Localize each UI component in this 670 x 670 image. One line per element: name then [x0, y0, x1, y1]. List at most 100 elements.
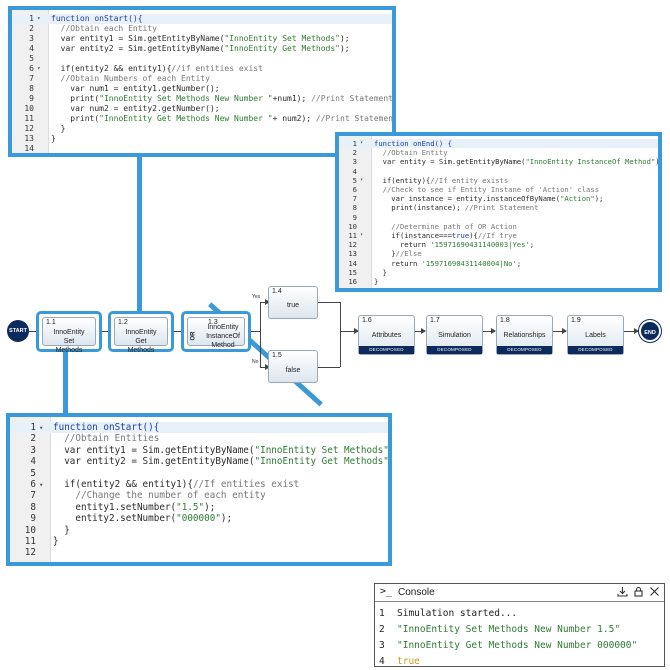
code-line[interactable]: 16}: [339, 277, 658, 286]
line-number: 7: [30, 490, 36, 502]
code-line[interactable]: 3 var entity1 = Sim.getEntityByName("Inn…: [10, 445, 388, 456]
code-line[interactable]: 3 var entity1 = Sim.getEntityByName("Inn…: [12, 34, 392, 44]
code-line[interactable]: 11▾ if(instance===true){//If trye: [339, 231, 658, 240]
node-label: InnoEntity Get Methods: [125, 329, 157, 354]
node-id: 1.5: [272, 352, 282, 359]
code-line[interactable]: 12 return '15971690431140003|Yes';: [339, 240, 658, 249]
end-node[interactable]: END: [639, 320, 661, 342]
console-header: >_ Console: [375, 584, 664, 602]
code-line[interactable]: 14: [12, 144, 392, 153]
code-line[interactable]: 13}: [12, 134, 392, 144]
code-text: entity2.setNumber("000000");: [53, 513, 233, 525]
line-number-gutter: [10, 417, 51, 562]
code-line[interactable]: 14 return '15971690431140004|No';: [339, 259, 658, 268]
terminal-icon: >_: [380, 586, 393, 597]
code-line[interactable]: 9: [339, 213, 658, 222]
code-line[interactable]: 9 entity2.setNumber("000000");: [10, 513, 388, 524]
code-line[interactable]: 6▾ if(entity2 && entity1){//if entities …: [12, 64, 392, 74]
code-line[interactable]: 2 //Obtain each Entity: [12, 24, 392, 34]
code-line[interactable]: 7 //Obtain Numbers of each Entity: [12, 74, 392, 84]
code-text: var entity1 = Sim.getEntityByName("InnoE…: [51, 34, 350, 43]
code-line[interactable]: 1▾function onStart(){: [12, 14, 392, 24]
decomposed-badge: DECOMPOSED: [359, 346, 414, 354]
fold-toggle-icon[interactable]: ▾: [360, 140, 364, 146]
code-line[interactable]: 1▾function onEnd() {: [339, 139, 658, 149]
fold-toggle-icon[interactable]: ▾: [39, 423, 44, 432]
code-line[interactable]: 6▾ if(entity2 && entity1){//If entities …: [10, 479, 388, 490]
line-number: 3: [29, 34, 34, 43]
code-line[interactable]: 8 var num1 = entity1.getNumber();: [12, 84, 392, 94]
code-text: //Check to see if Entity Instane of 'Act…: [374, 185, 600, 194]
code-line[interactable]: 12 }: [12, 124, 392, 134]
fold-toggle-icon[interactable]: ▾: [37, 15, 41, 22]
code-line[interactable]: 4: [339, 167, 658, 176]
lock-icon[interactable]: [633, 586, 644, 600]
node-1-2[interactable]: 1.2 InnoEntity Get Methods: [108, 311, 174, 354]
node-1-3-or[interactable]: 1.3 OR InnoEntity InstanceOf Method: [181, 311, 251, 352]
node-1-4-true[interactable]: 1.4 true: [268, 286, 318, 319]
code-line[interactable]: 1▾function onStart(){: [10, 422, 388, 434]
node-1-5-false[interactable]: 1.5 false: [268, 350, 318, 383]
code-line[interactable]: 5: [12, 54, 392, 64]
fold-toggle-icon[interactable]: ▾: [360, 232, 364, 238]
start-node[interactable]: START: [7, 320, 29, 342]
code-line[interactable]: 6 //Check to see if Entity Instane of 'A…: [339, 185, 658, 194]
code-line[interactable]: 17: [339, 286, 658, 288]
code-text: var num1 = entity1.getNumber();: [51, 84, 220, 93]
line-number: 1: [352, 139, 357, 148]
node-1-8-relationships[interactable]: 1.8 Relationships DECOMPOSED: [496, 315, 553, 355]
line-number: 3: [30, 444, 36, 456]
code-line[interactable]: 10 }: [10, 525, 388, 536]
node-1-6-attributes[interactable]: 1.6 Attributes DECOMPOSED: [358, 315, 415, 355]
node-1-7-simulation[interactable]: 1.7 Simulation DECOMPOSED: [426, 315, 483, 355]
code-panel-onstart-bottom[interactable]: 1▾function onStart(){2 //Obtain Entities…: [6, 413, 392, 566]
code-line[interactable]: 11}: [10, 536, 388, 547]
code-line[interactable]: 2 //Obtain Entity: [339, 148, 658, 157]
node-id: 1.6: [362, 317, 372, 324]
code-text: }: [51, 124, 66, 133]
code-line[interactable]: 12: [10, 547, 388, 558]
close-icon[interactable]: [649, 586, 660, 600]
code-editor[interactable]: 1▾function onStart(){2 //Obtain Entities…: [10, 417, 388, 562]
code-text: function onStart(){: [51, 14, 143, 23]
code-line[interactable]: 5▾ if(entity){//If entity exists: [339, 176, 658, 185]
node-1-1[interactable]: 1.1 InnoEntity Set Methods: [36, 311, 102, 354]
code-line[interactable]: 2 //Obtain Entities: [10, 433, 388, 444]
code-panel-onstart-top[interactable]: 1▾function onStart(){2 //Obtain each Ent…: [8, 6, 396, 157]
line-number: 2: [29, 24, 34, 33]
code-line[interactable]: 7 var instance = entity.instanceOfByName…: [339, 194, 658, 203]
code-line[interactable]: 10 //Determine path of OR Action: [339, 222, 658, 231]
code-text: }//Else: [374, 249, 422, 259]
code-line[interactable]: 10 var num2 = entity2.getNumber();: [12, 104, 392, 114]
code-line[interactable]: 8 entity1.setNumber("1.5");: [10, 502, 388, 513]
code-line[interactable]: 11 print("InnoEntity Get Methods New Num…: [12, 114, 392, 124]
code-line[interactable]: 3 var entity = Sim.getEntityByName("Inno…: [339, 157, 658, 166]
line-number: 12: [24, 124, 34, 133]
code-line[interactable]: 9 print("InnoEntity Set Methods New Numb…: [12, 94, 392, 104]
line-number: 10: [24, 524, 36, 536]
node-label: Relationships: [503, 332, 546, 339]
fold-toggle-icon[interactable]: ▾: [360, 176, 364, 183]
code-line[interactable]: 15 }: [339, 268, 658, 277]
code-editor[interactable]: 1▾function onStart(){2 //Obtain each Ent…: [12, 10, 392, 153]
node-1-9-labels[interactable]: 1.9 Labels DECOMPOSED: [567, 315, 624, 355]
code-line[interactable]: 7 //Change the number of each entity: [10, 490, 388, 501]
line-number: 6: [352, 185, 357, 194]
code-line[interactable]: 4 var entity2 = Sim.getEntityByName("Inn…: [12, 44, 392, 54]
fold-toggle-icon[interactable]: ▾: [39, 480, 44, 489]
decomposed-badge: DECOMPOSED: [427, 346, 482, 354]
node-label: InnoEntity Set Methods: [53, 329, 85, 354]
code-line[interactable]: 8 print(instance); //Print Statement: [339, 203, 658, 212]
console-line: 2"InnoEntity Set Methods New Number 1.5": [375, 624, 664, 638]
download-icon[interactable]: [617, 586, 628, 600]
console-line-text: Simulation started...: [397, 608, 518, 619]
code-text: entity1.setNumber("1.5");: [53, 501, 216, 513]
code-line[interactable]: 4 var entity2 = Sim.getEntityByName("Inn…: [10, 456, 388, 467]
code-line[interactable]: 13 }//Else: [339, 249, 658, 258]
code-text: }: [374, 267, 387, 277]
fold-toggle-icon[interactable]: ▾: [37, 65, 41, 72]
code-line[interactable]: 5: [10, 468, 388, 479]
